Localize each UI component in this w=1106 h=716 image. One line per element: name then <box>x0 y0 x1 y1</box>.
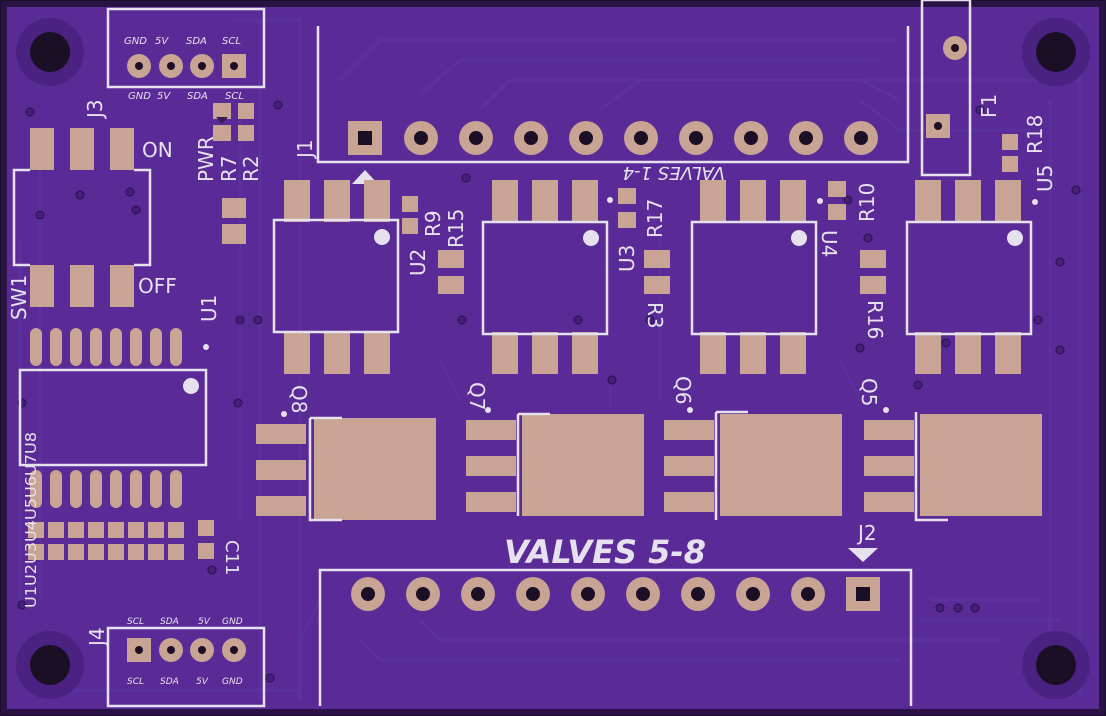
transistor-q5 <box>864 407 1042 522</box>
label-u4: U4 <box>817 230 841 257</box>
transistor-q6 <box>664 407 842 520</box>
j4-pin-label-gnd: GND <box>222 617 243 627</box>
led-array: U1U2U3U4U5U6U7U8 <box>22 432 214 608</box>
label-r9: R9 <box>421 210 445 237</box>
j4-bottom-pin-label-sda: SDA <box>160 677 179 687</box>
label-q5: Q5 <box>857 378 881 406</box>
j3-bottom-pin-label-5v: 5V <box>157 91 171 102</box>
copper-traces <box>18 18 1082 700</box>
j4-bottom-pin-label-gnd: GND <box>222 677 243 687</box>
label-j3: J3 <box>83 99 107 120</box>
switch-sw1: ON OFF <box>12 128 177 307</box>
ic-u4 <box>690 180 818 374</box>
label-r10: R10 <box>855 183 879 222</box>
label-on: ON <box>142 138 173 162</box>
transistor-q7 <box>466 407 644 516</box>
j3-pin-label-scl: SCL <box>222 36 241 47</box>
label-u1: U1 <box>197 295 221 322</box>
label-pwr: PWR <box>194 136 218 182</box>
label-off: OFF <box>138 274 177 298</box>
vias <box>17 100 1081 683</box>
j3-pin-label-gnd: GND <box>124 36 147 47</box>
j3-bottom-pin-label-sda: SDA <box>187 91 208 102</box>
label-u3: U3 <box>615 245 639 272</box>
j2-connector <box>318 548 913 706</box>
label-c11: C11 <box>221 540 242 575</box>
label-valves-5-8: VALVES 5-8 <box>504 533 706 571</box>
ic-u1 <box>18 328 209 508</box>
j1-connector <box>316 26 910 184</box>
label-led-stack: U1U2U3U4U5U6U7U8 <box>22 432 40 608</box>
j4-pin-label-sda: SDA <box>160 617 179 627</box>
label-r3: R3 <box>643 302 667 329</box>
label-sw1: SW1 <box>7 275 31 320</box>
j3-pin-label-sda: SDA <box>186 36 207 47</box>
label-q7: Q7 <box>465 382 489 410</box>
j4-pin-label-5v: 5V <box>198 617 211 627</box>
j3-header: GND 5V SDA SCL GND 5V SDA SCL <box>106 7 266 102</box>
j3-bottom-pin-label-gnd: GND <box>128 91 151 102</box>
label-u2: U2 <box>406 249 430 276</box>
label-r16: R16 <box>863 300 887 339</box>
label-r2: R2 <box>239 155 263 182</box>
fuse-f1 <box>920 0 972 177</box>
label-r15: R15 <box>444 209 468 248</box>
label-q6: Q6 <box>671 376 695 404</box>
label-q8: Q8 <box>287 385 311 413</box>
label-r17: R17 <box>643 199 667 238</box>
j3-pin-label-5v: 5V <box>155 36 169 47</box>
ic-u5 <box>905 180 1033 374</box>
label-j4: J4 <box>85 627 109 648</box>
mounting-holes <box>16 18 1090 699</box>
label-r7: R7 <box>217 155 241 182</box>
j4-header: SCL SDA 5V GND SCL SDA 5V GND <box>106 617 266 708</box>
ic-u2 <box>272 180 400 374</box>
label-j2: J2 <box>856 521 877 545</box>
j4-pin-label-scl: SCL <box>127 617 144 627</box>
label-u5: U5 <box>1033 165 1057 192</box>
label-j1: J1 <box>293 139 317 160</box>
j4-bottom-pin-label-5v: 5V <box>196 677 209 687</box>
label-valves-1-4: VALVES 1-4 <box>623 162 725 183</box>
transistor-q8 <box>256 411 436 522</box>
ic-u3 <box>481 180 609 374</box>
label-f1: F1 <box>977 94 1001 118</box>
j4-bottom-pin-label-scl: SCL <box>127 677 144 687</box>
label-r18: R18 <box>1023 115 1047 154</box>
j3-bottom-pin-label-scl: SCL <box>225 91 244 102</box>
